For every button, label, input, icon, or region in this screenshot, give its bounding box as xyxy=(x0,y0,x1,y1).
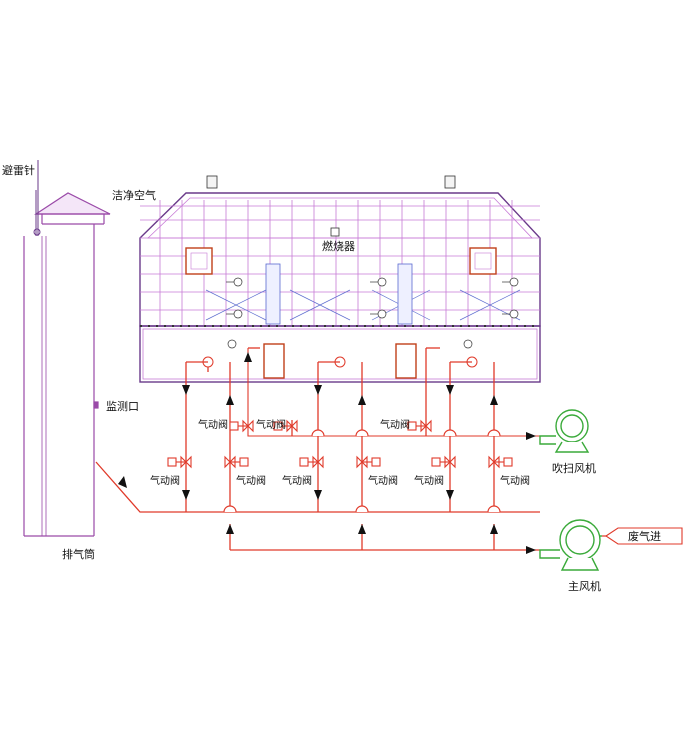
label-valve-4: 气动阀 xyxy=(150,474,180,487)
label-valve-9: 气动阀 xyxy=(500,474,530,487)
label-valve-5: 气动阀 xyxy=(236,474,266,487)
rto-posts xyxy=(265,263,413,325)
label-valve-1: 气动阀 xyxy=(198,418,228,431)
pneumatic-valves xyxy=(167,419,513,469)
burner-icon xyxy=(330,227,340,237)
valve-actuator xyxy=(503,457,513,467)
label-lightning-rod: 避雷针 xyxy=(2,163,35,177)
valve-actuator xyxy=(239,457,249,467)
label-burner: 燃烧器 xyxy=(322,239,355,253)
label-waste-gas-in: 废气进 xyxy=(628,529,661,543)
label-exhaust-stack: 排气筒 xyxy=(62,547,95,561)
label-valve-7: 气动阀 xyxy=(368,474,398,487)
pneumatic-valve-icon xyxy=(167,455,192,469)
valve-actuator xyxy=(167,457,177,467)
upper-window-inner xyxy=(190,252,492,270)
label-valve-3: 气动阀 xyxy=(380,418,410,431)
purge-fan-icon xyxy=(539,409,590,453)
pneumatic-valve-icon xyxy=(273,419,298,433)
label-valve-6: 气动阀 xyxy=(282,474,312,487)
rto-grid xyxy=(140,200,540,326)
waste-gas-inlet xyxy=(605,527,683,545)
pneumatic-valve-icon xyxy=(488,455,513,469)
upper-access-windows xyxy=(185,247,497,275)
valve-actuator xyxy=(407,421,417,431)
label-valve-2: 气动阀 xyxy=(256,418,286,431)
pneumatic-valve-icon xyxy=(299,455,324,469)
label-purge-fan: 吹扫风机 xyxy=(552,461,596,475)
label-monitor-port: 监测口 xyxy=(106,400,139,413)
pneumatic-valve-icon xyxy=(431,455,456,469)
valve-actuator xyxy=(299,457,309,467)
fitting-stems xyxy=(226,281,510,315)
pneumatic-valve-icon xyxy=(229,419,254,433)
label-valve-8: 气动阀 xyxy=(414,474,444,487)
valve-actuator xyxy=(371,457,381,467)
pneumatic-valve-icon xyxy=(356,455,381,469)
lightning-rod xyxy=(33,160,41,236)
valve-actuator xyxy=(431,457,441,467)
rto-lower-chamber xyxy=(139,325,541,383)
valve-actuator xyxy=(229,421,239,431)
label-main-fan: 主风机 xyxy=(568,579,601,593)
exhaust-stack xyxy=(23,192,111,537)
rto-diagonal-braces xyxy=(205,289,521,321)
lower-access-doors xyxy=(263,343,417,379)
valve-actuator xyxy=(273,421,283,431)
top-maintenance-boxes xyxy=(206,175,456,189)
main-fan-icon xyxy=(539,519,602,571)
pipe-crossovers xyxy=(223,429,501,513)
label-clean-air: 洁净空气 xyxy=(112,188,156,202)
side-fittings xyxy=(227,277,519,349)
pneumatic-valve-icon xyxy=(224,455,249,469)
flow-arrows xyxy=(118,352,536,554)
pneumatic-valve-icon xyxy=(407,419,432,433)
